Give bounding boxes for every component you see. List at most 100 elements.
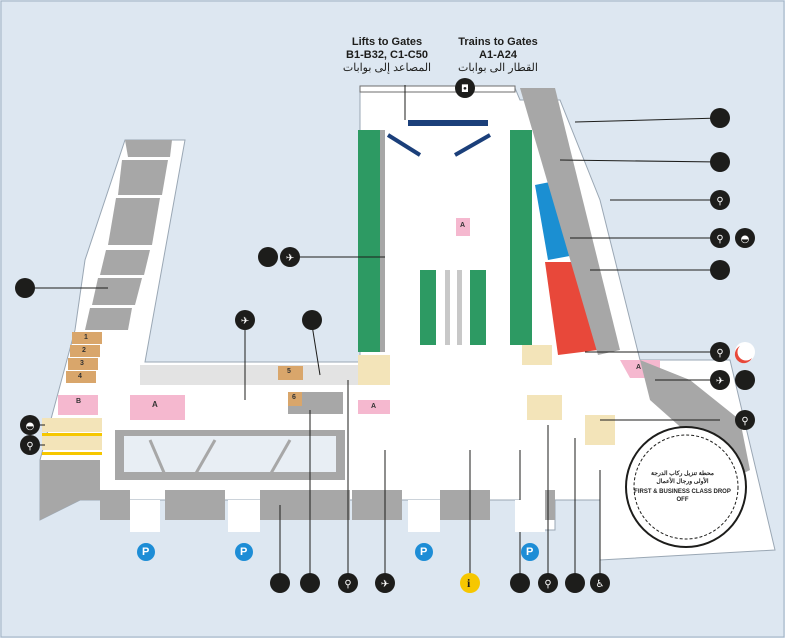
arrivals-icon[interactable] [735,370,755,390]
zone-beige-mid [358,355,390,385]
departures-icon[interactable] [375,573,395,593]
svg-text:◓: ◓ [741,234,750,245]
trains-title: Trains to Gates [458,36,538,48]
parking-label: P [526,546,534,558]
island-belt [457,270,462,345]
arrivals-icon[interactable] [710,152,730,172]
restroom-icon[interactable] [710,228,730,248]
restroom-icon[interactable] [338,573,358,593]
check-in-island-1 [420,270,436,345]
train-track-left [386,133,422,157]
prayer-room-icon[interactable] [20,415,40,435]
zone-5-label: 5 [287,368,291,375]
baggage-hall-inner [124,436,336,472]
arrivals-icon[interactable] [258,247,278,267]
divider [148,439,167,476]
check-in-island-2 [470,270,486,345]
prayer-room-zone [42,418,102,432]
restroom-icon[interactable] [710,342,730,362]
train-icon[interactable] [455,78,475,98]
check-in-counters-left [358,130,380,352]
svg-text:⚲: ⚲ [741,416,748,427]
check-in-counters-right [510,130,532,345]
restroom-icon[interactable] [20,435,40,455]
parking-icon[interactable] [521,543,539,561]
family-icon[interactable] [15,278,35,298]
leader-lines [34,85,721,580]
accessibility-icon[interactable] [590,573,610,593]
svg-text:⚲: ⚲ [344,579,351,590]
counter-belt [380,130,385,352]
drop-off-inner-ring [633,434,739,540]
taxi-icon[interactable] [270,573,290,593]
departures-icon[interactable] [280,247,300,267]
svg-text:⚲: ⚲ [716,196,723,207]
first-aid-icon[interactable] [735,342,755,362]
zone-6-label: 6 [292,394,296,401]
zone-5 [278,366,303,380]
arrivals-icon[interactable] [510,573,530,593]
information-icon[interactable] [460,573,480,593]
svg-text:◓: ◓ [26,421,35,432]
info-label: i [467,576,471,590]
zone-a-left-label: A [152,400,158,409]
zone-b-label: B [76,398,82,405]
corner-block [40,460,100,520]
meet-and-greet-icon[interactable] [710,260,730,280]
left-wing-blocks [85,140,172,330]
zone-beige-right-low [527,395,562,420]
departures-icon[interactable] [235,310,255,330]
train-track-right [454,133,491,157]
svg-text:✈: ✈ [716,376,724,387]
restroom-icon[interactable] [710,190,730,210]
lifts-arabic: المصاعد إلى بوابات [342,62,432,74]
drop-off-ar1: محطة تنزيل ركاب الدرجة [651,471,714,477]
svg-text:✈: ✈ [286,253,294,264]
zone-a-mid [358,400,390,414]
parking-icons [137,543,539,593]
svg-text:⚲: ⚲ [26,441,33,452]
svg-text:◘: ◘ [461,84,469,95]
baggage-icon[interactable] [302,310,322,330]
divider [268,439,292,476]
svg-text:♿: ♿ [596,579,605,590]
train-platform [408,120,488,126]
right-wall [520,88,620,355]
parking-icon[interactable] [137,543,155,561]
svg-text:✈: ✈ [241,316,249,327]
zone-a-center [456,218,470,236]
trains-header: Trains to Gates A1-A24 القطار الى بوابات [448,36,548,75]
parking-icon[interactable] [415,543,433,561]
icon-glyphs: ⚲ ⚲ ⚲ ⚲ ⚲ ⚲ ⚲ ✈ ✈ ✈ ✈ ◓ ◓ ♿ ◘ [26,84,750,590]
zone-3-label: 3 [80,360,84,367]
family-icon[interactable] [710,108,730,128]
svg-text:⚲: ⚲ [716,348,723,359]
restroom-zone [42,436,102,450]
restroom-icon[interactable] [735,410,755,430]
zone-6 [288,392,302,406]
bus-icon[interactable] [565,573,585,593]
yellow-strip [42,452,102,455]
zone-a-right-label: A [636,364,642,371]
restroom-icon[interactable] [538,573,558,593]
departures-icon[interactable] [710,370,730,390]
divider [193,439,217,476]
zone-4-label: 4 [78,373,82,380]
check-in-zones-1-6 [58,332,102,415]
parking-markers [130,500,545,532]
svg-text:⚲: ⚲ [544,579,551,590]
bus-icon[interactable] [300,573,320,593]
drop-off-label: محطة تنزيل ركاب الدرجة الأولى ورجال الأع… [630,470,735,504]
trains-arabic: القطار الى بوابات [458,62,538,74]
zone-beige-right [522,345,552,365]
bottom-curbside [100,490,555,520]
lifts-header: Lifts to Gates B1-B32, C1-C50 المصاعد إل… [328,36,446,75]
drop-off-circle [625,426,747,548]
parking-icon[interactable] [235,543,253,561]
prayer-room-icon[interactable] [735,228,755,248]
lifts-title: Lifts to Gates [351,36,423,48]
parking-label: P [142,546,150,558]
